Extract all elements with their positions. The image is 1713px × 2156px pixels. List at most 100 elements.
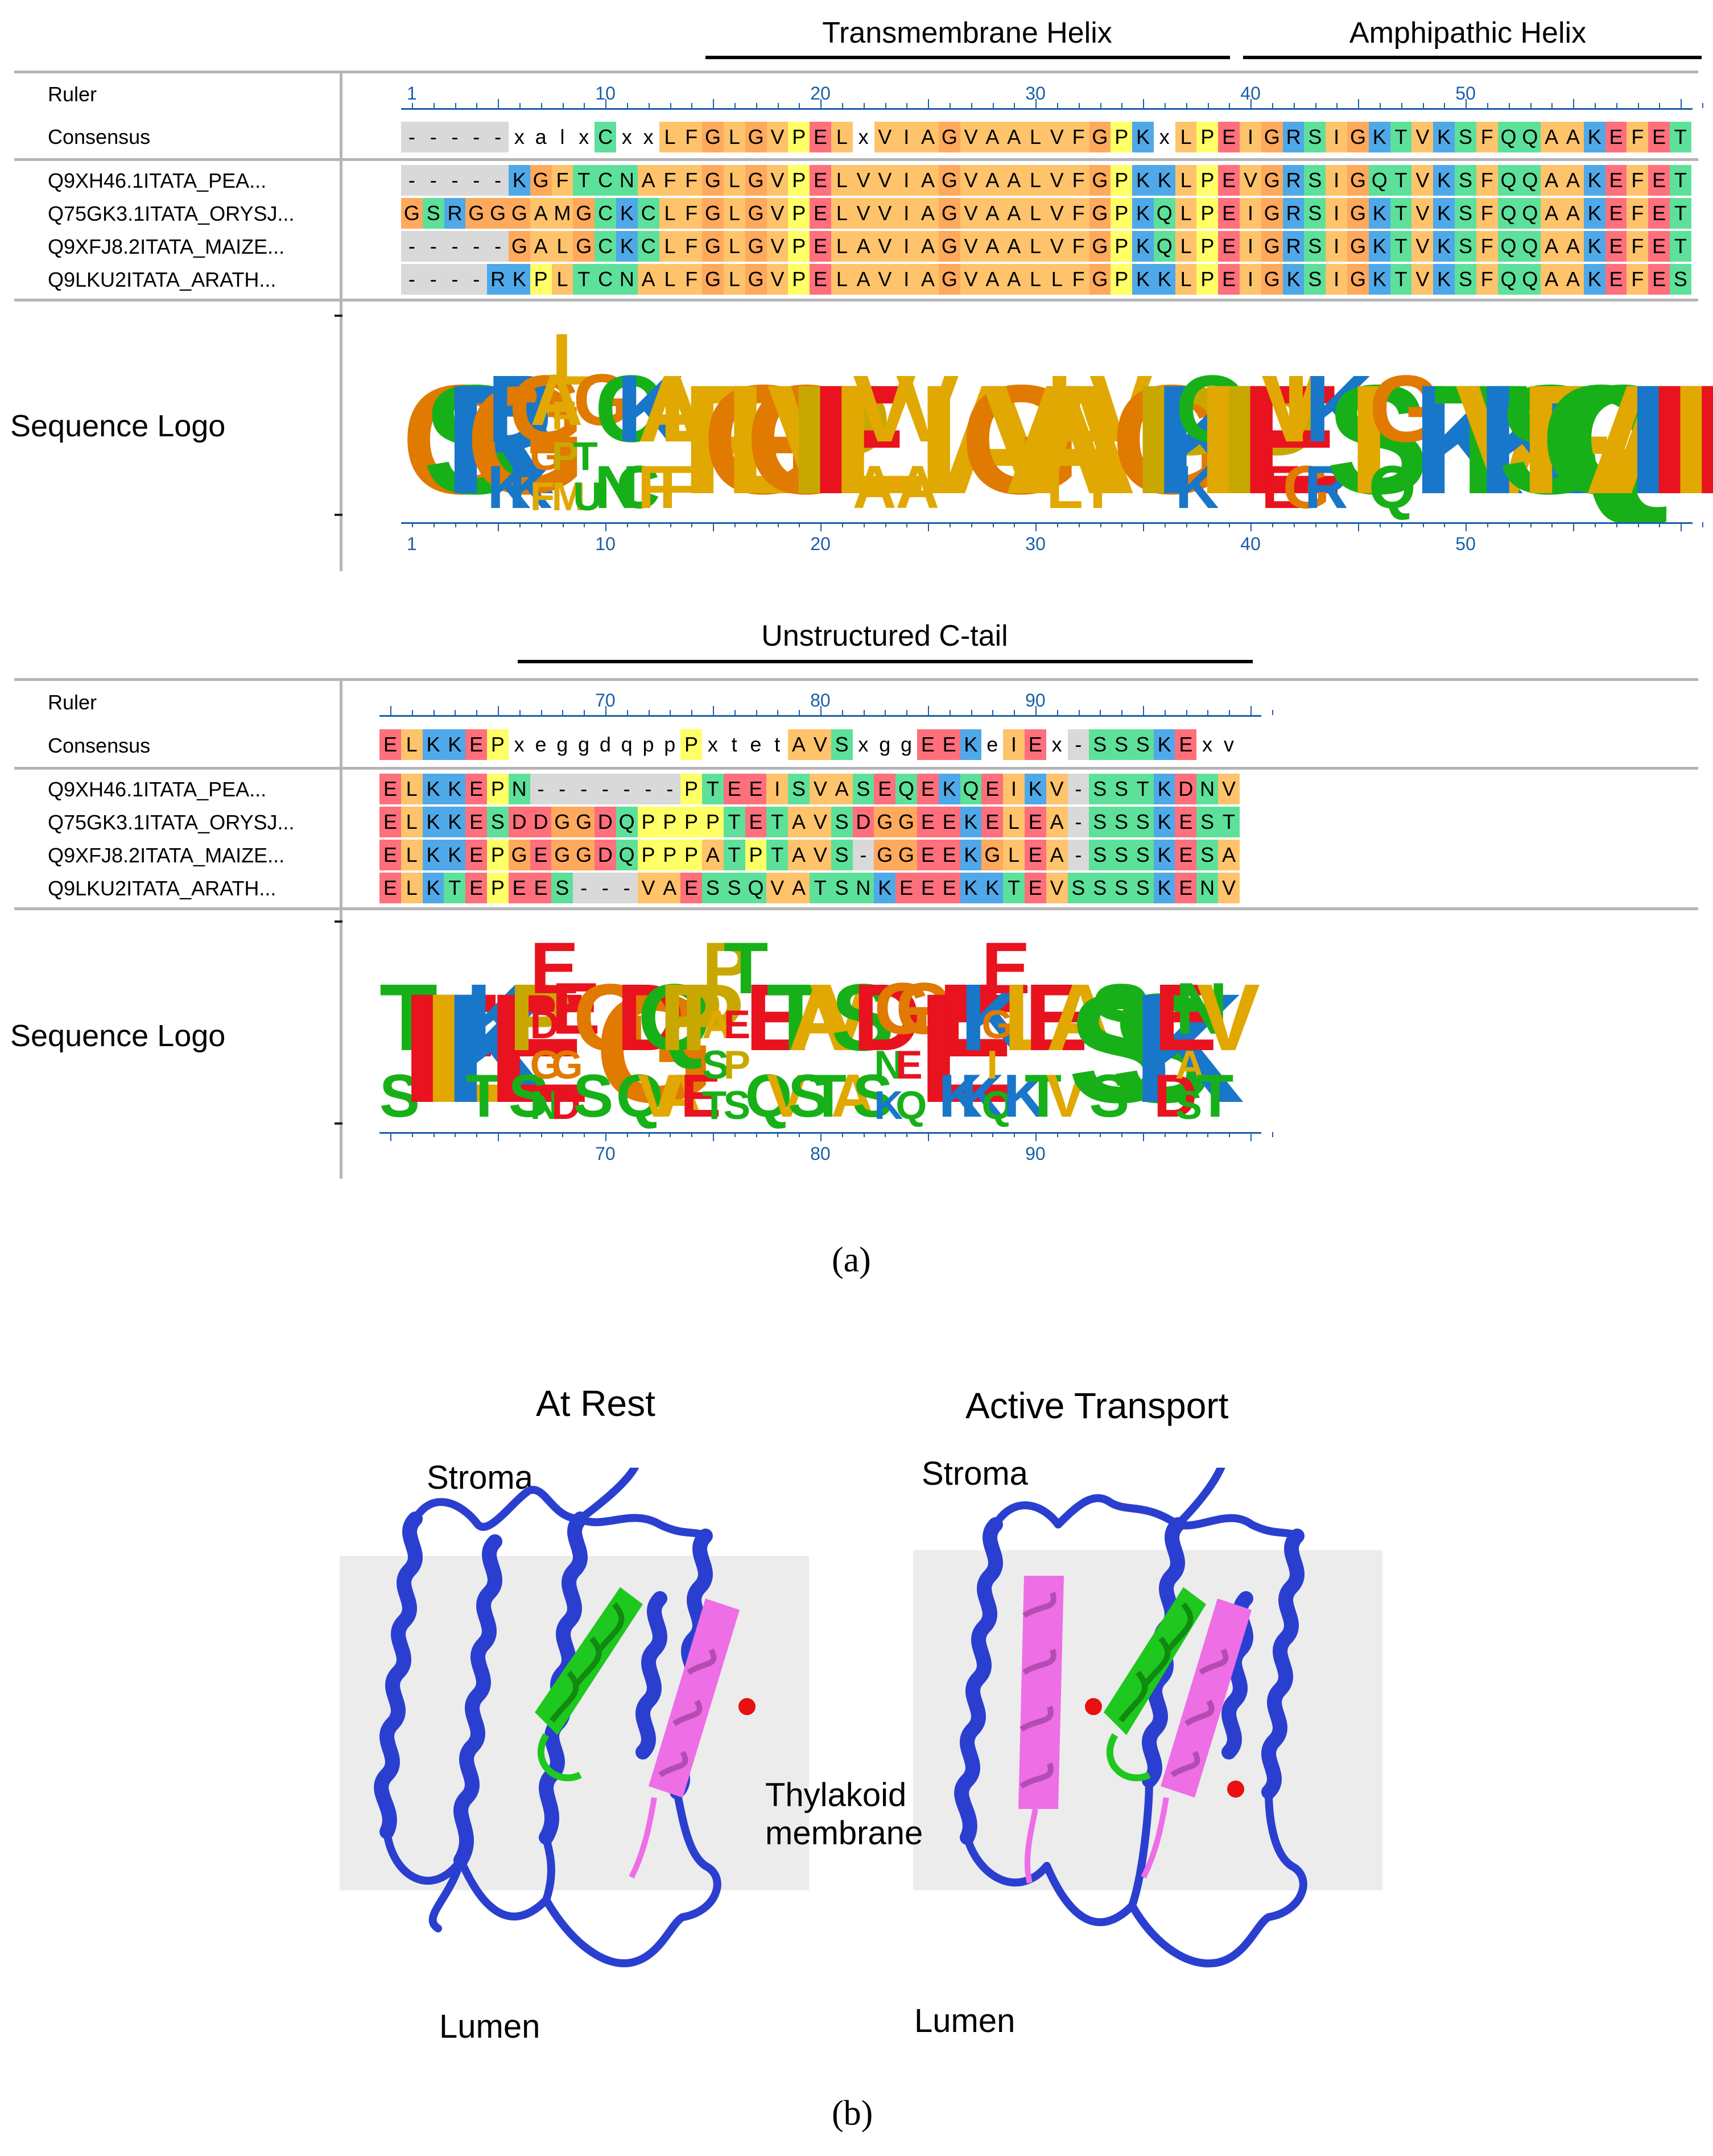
ruler-tick [756, 710, 757, 715]
ruler-tick [1078, 103, 1080, 108]
residue-cell: F [551, 165, 573, 196]
logo-column: F [680, 362, 775, 518]
residue-cell: K [1433, 198, 1455, 229]
residue-cell: F [1627, 198, 1649, 229]
logo-glyph: K [1132, 961, 1245, 1135]
ruler-tick [885, 710, 886, 715]
residue-cell: E [1605, 165, 1627, 196]
ruler-number: 90 [1025, 1143, 1046, 1164]
residue-cell: A [1046, 840, 1068, 870]
logo-glyph: E [1648, 352, 1713, 527]
logo-glyph: G [1369, 356, 1443, 462]
residue-cell: L [723, 198, 745, 229]
divider-top [14, 71, 1698, 73]
residue-cell: V [1411, 165, 1434, 196]
residue-cell: K [1583, 264, 1605, 295]
residue-cell: E [745, 807, 767, 837]
ruler-tick [1573, 99, 1575, 108]
residue-cell: G [938, 165, 960, 196]
logo-glyph: D [852, 965, 922, 1071]
divider2-top [14, 678, 1698, 681]
consensus-residue: S [1455, 122, 1476, 152]
residue-cell: P [1111, 165, 1133, 196]
residue-cell: E [917, 873, 939, 903]
logo-glyph: T [1433, 352, 1529, 527]
logo-glyph: K [1411, 352, 1525, 527]
logo-column: P [1132, 362, 1236, 518]
logo-glyph: E [723, 1002, 751, 1048]
tatA-green-helix-active [1104, 1587, 1206, 1782]
residue-cell: F [1067, 165, 1089, 196]
ruler-tick [540, 1132, 542, 1137]
consensus-residue: q [621, 733, 633, 756]
loop-top-2 [576, 1514, 709, 1540]
sequence-name-2: Q9XFJ8.2ITATA_MAIZE... [48, 235, 285, 258]
residue-cell: G [530, 165, 552, 196]
residue-cell: T [701, 774, 724, 804]
consensus-residue: T [1390, 122, 1412, 152]
residue-cell: E [917, 807, 939, 837]
residue-cell: Q [745, 873, 767, 903]
logo-glyph: S [573, 1062, 614, 1130]
residue-cell: N [616, 165, 638, 196]
residue-cell: L [659, 198, 681, 229]
consensus-residue: A [788, 729, 810, 760]
residue-cell: - [465, 165, 488, 196]
logo-glyph: A [637, 356, 707, 462]
residue-cell: S [1455, 165, 1476, 196]
ruler-tick [1487, 103, 1488, 108]
consensus-residue: g [578, 733, 590, 756]
residue-cell: L [1003, 807, 1025, 837]
residue-cell: P [745, 840, 767, 870]
logo-glyph: E [1153, 965, 1217, 1071]
ruler-tick [992, 710, 994, 715]
residue-cell: S [1111, 807, 1132, 837]
logo-glyph: L [831, 352, 927, 527]
logo-column: G [1111, 362, 1232, 518]
residue-cell: Q [1153, 198, 1175, 229]
logo-glyph: E [938, 965, 1002, 1071]
residue-cell: D [852, 807, 874, 837]
ruler-tick [455, 522, 456, 527]
consensus-residue: x [1159, 125, 1170, 148]
residue-cell: K [444, 840, 466, 870]
logo-glyph: L [659, 356, 717, 462]
ruler-number: 80 [810, 1143, 831, 1164]
residue-cell: D [508, 807, 530, 837]
ruler-tick [476, 1132, 478, 1137]
ruler-tick [1702, 522, 1703, 527]
consensus-residue: F [1067, 122, 1089, 152]
ruler-tick [433, 103, 435, 108]
ruler-tick [1100, 522, 1101, 527]
logo-glyph: T [1025, 1062, 1062, 1130]
ruler-tick [1315, 103, 1316, 108]
residue-cell: L [401, 774, 423, 804]
residue-cell: V [1218, 873, 1240, 903]
ruler-tick [540, 522, 542, 527]
residue-cell: G [874, 840, 896, 870]
ruler-tick [1035, 99, 1037, 108]
consensus-residue: S [831, 729, 853, 760]
loop-a-top [992, 1468, 1225, 1529]
ruler-tick [519, 103, 521, 108]
residue-cell: K [874, 873, 896, 903]
logo-glyph: D [551, 1083, 581, 1129]
consensus-residue: K [1583, 122, 1605, 152]
residue-cell: V [1046, 873, 1068, 903]
logo-glyph: V [1046, 1062, 1087, 1130]
residue-cell: A [981, 165, 1004, 196]
ruler-tick [906, 103, 908, 108]
consensus-residue: x [858, 125, 869, 148]
residue-cell: A [1003, 198, 1025, 229]
residue-cell: I [1003, 774, 1025, 804]
residue-cell: T [573, 264, 595, 295]
logo-column: T [1433, 352, 1529, 527]
ruler-tick [1293, 103, 1295, 108]
ruler-tick [670, 710, 671, 715]
